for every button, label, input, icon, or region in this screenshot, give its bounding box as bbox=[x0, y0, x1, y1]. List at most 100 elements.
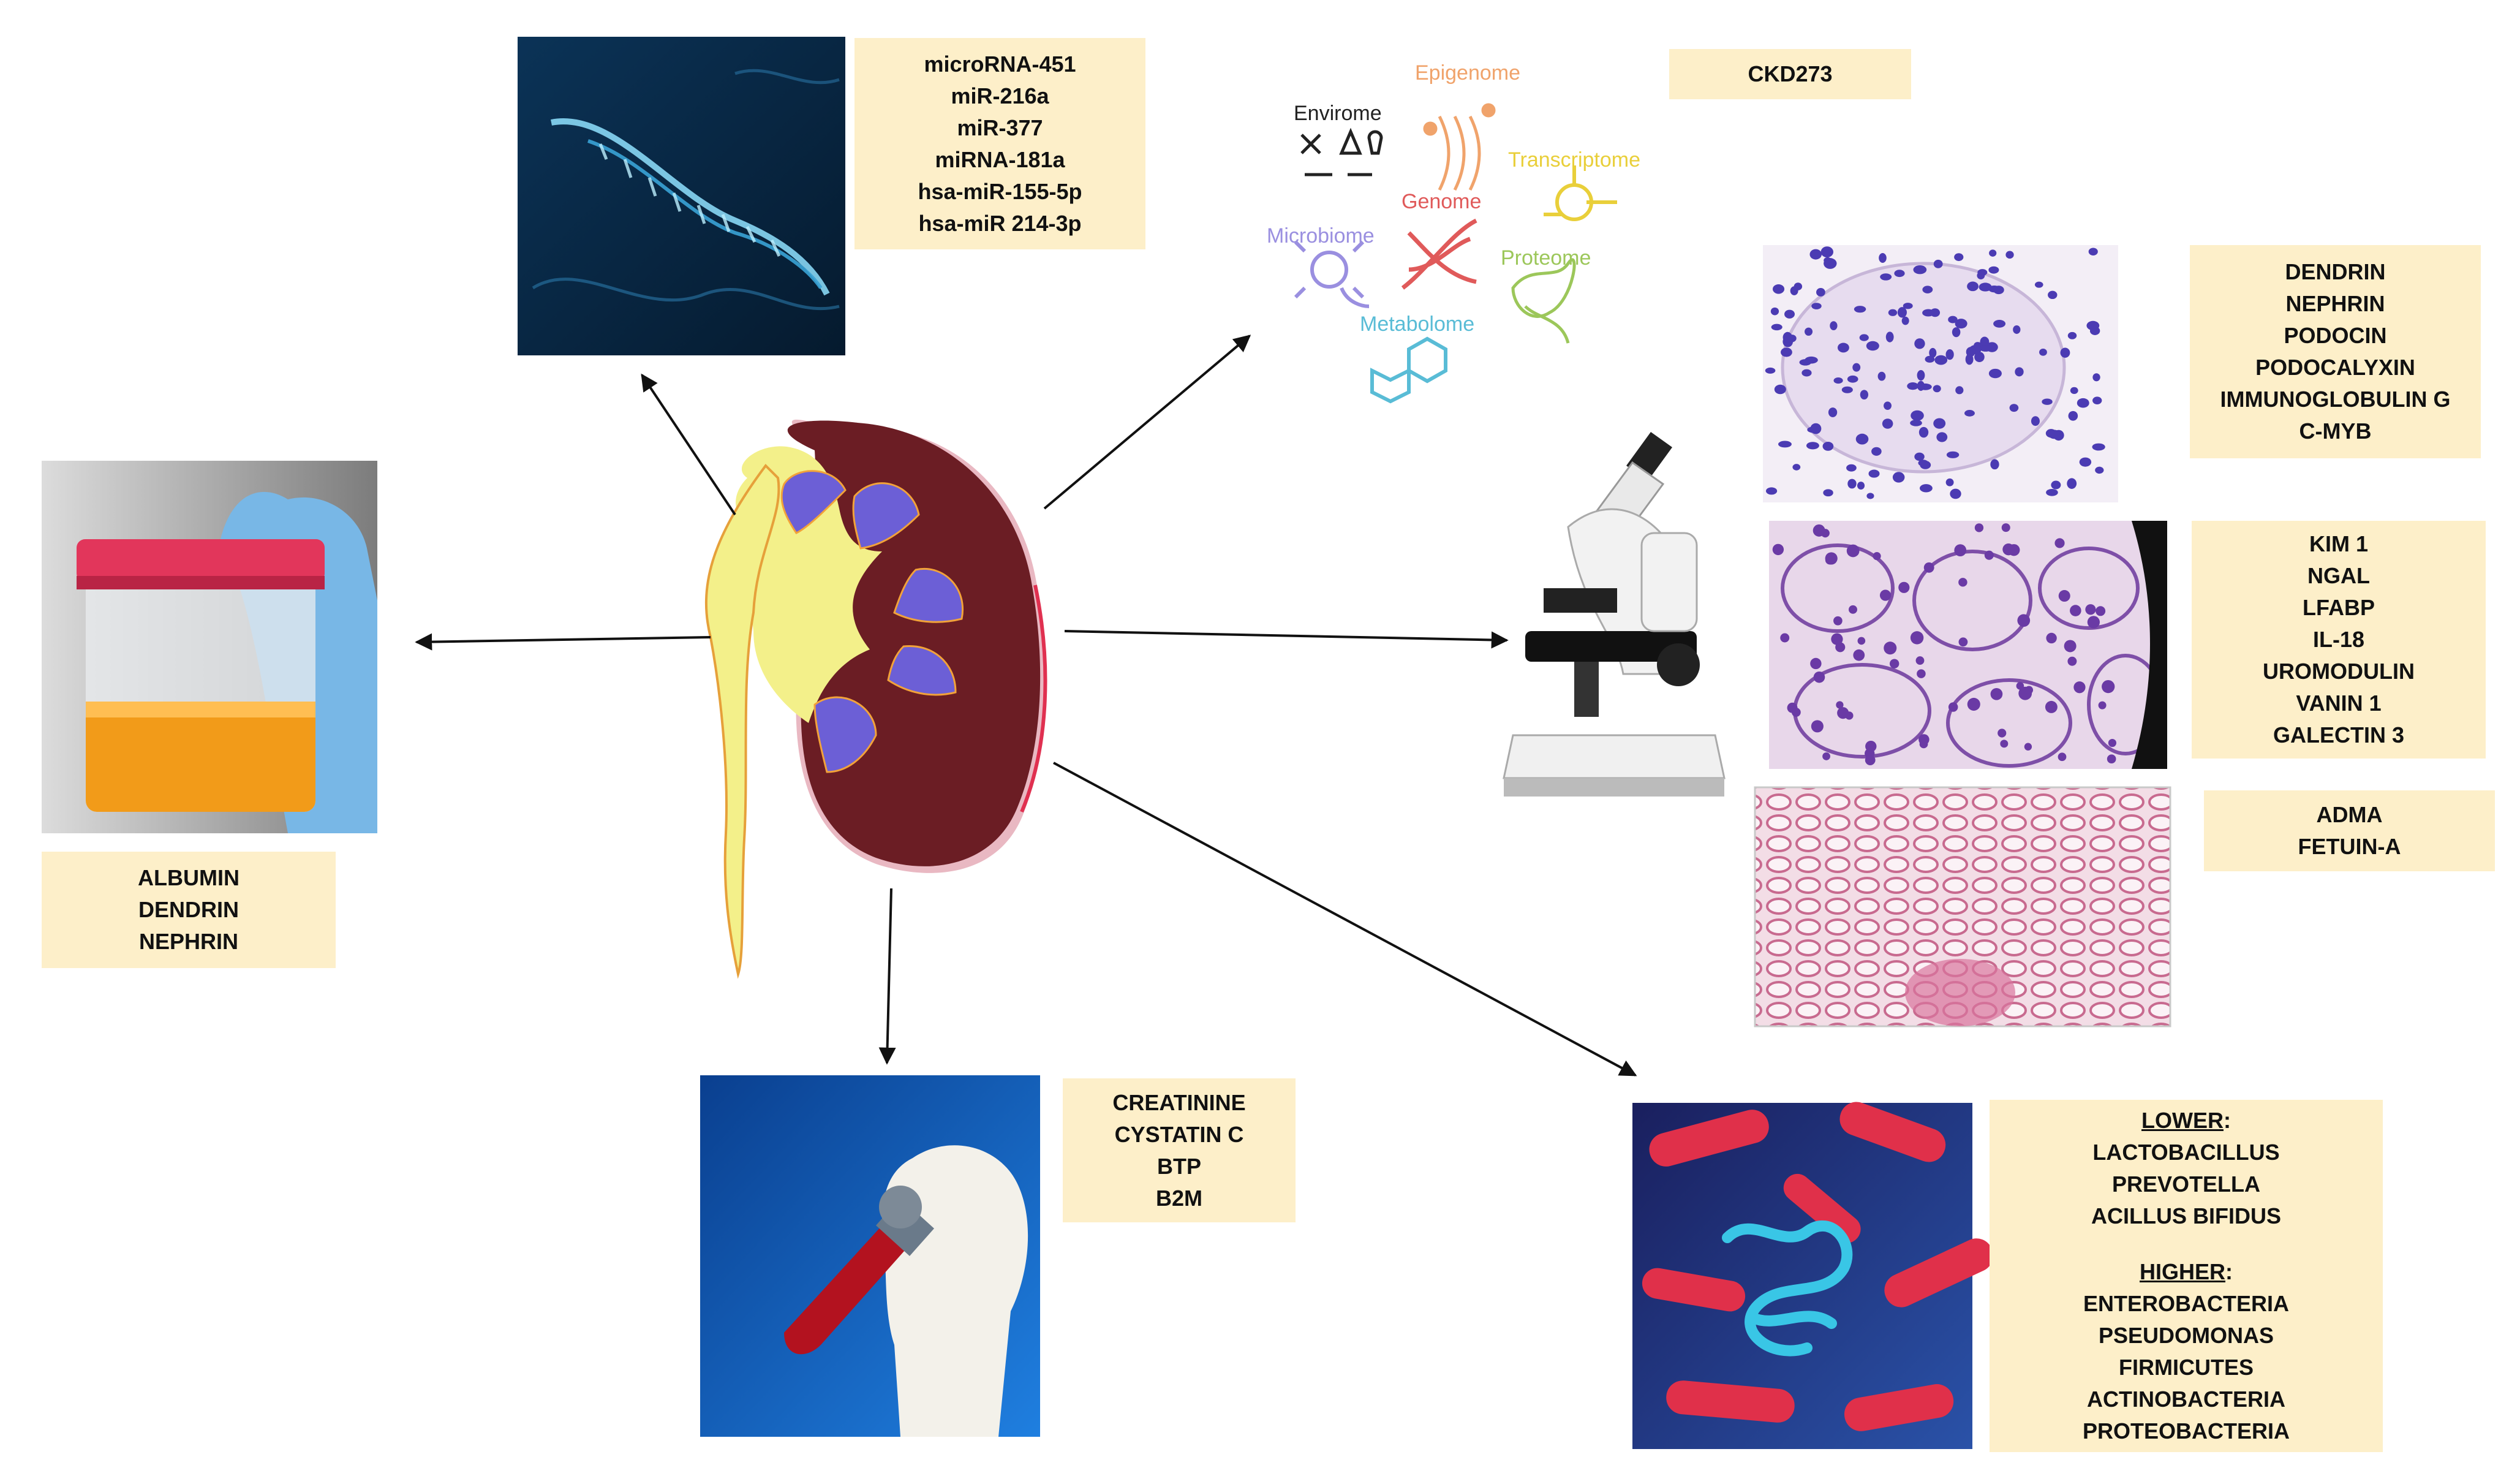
nucleus-dot bbox=[1955, 319, 1967, 328]
nucleus-dot bbox=[2010, 404, 2019, 412]
nucleus-dot bbox=[1847, 479, 1856, 489]
genome-symbol bbox=[1403, 221, 1476, 288]
microbiome-symbol bbox=[1296, 242, 1369, 306]
nucleus-dot bbox=[1989, 369, 2002, 378]
nucleus-dot bbox=[1989, 249, 1996, 256]
genome-label: Genome bbox=[1401, 190, 1481, 213]
nucleus-dot bbox=[1979, 345, 1991, 352]
nucleus-dot bbox=[1893, 472, 1905, 482]
nucleus-dot bbox=[1916, 656, 1925, 665]
epigenome-label: Epigenome bbox=[1415, 61, 1520, 85]
higher-genus: ACTINOBACTERIA bbox=[2087, 1383, 2285, 1415]
nucleus-dot bbox=[1866, 493, 1874, 499]
nucleus-dot bbox=[1967, 282, 1979, 292]
nucleus-dot bbox=[1907, 382, 1918, 390]
kidney-icon bbox=[706, 420, 1046, 974]
nucleus-dot bbox=[2073, 681, 2085, 693]
nucleus-dot bbox=[1838, 343, 1849, 352]
nucleus-dot bbox=[1830, 321, 1837, 330]
nucleus-dot bbox=[2099, 702, 2107, 710]
nucleus-dot bbox=[1922, 309, 1934, 317]
tubular-marker: UROMODULIN bbox=[2263, 656, 2415, 687]
epigenome-symbol bbox=[1425, 105, 1494, 190]
nucleus-dot bbox=[1825, 555, 1835, 564]
nucleus-dot bbox=[1823, 442, 1834, 451]
nucleus-dot bbox=[2092, 396, 2102, 404]
nucleus-dot bbox=[1911, 631, 1923, 644]
nucleus-dot bbox=[2013, 325, 2020, 334]
nucleus-dot bbox=[2070, 387, 2078, 394]
nucleus-dot bbox=[1913, 265, 1926, 274]
proteome-label: Proteome bbox=[1501, 246, 1591, 270]
nucleus-dot bbox=[1771, 308, 1779, 316]
nucleus-dot bbox=[1917, 370, 1925, 380]
nucleus-dot bbox=[1884, 401, 1892, 410]
nucleus-dot bbox=[1947, 452, 1959, 458]
nucleus-dot bbox=[1977, 272, 1985, 279]
nucleus-dot bbox=[1917, 669, 1926, 678]
nucleus-dot bbox=[1842, 387, 1853, 393]
tubular-marker: LFABP bbox=[2303, 592, 2375, 624]
nucleus-dot bbox=[2108, 739, 2116, 747]
nucleus-dot bbox=[1975, 523, 1983, 532]
nucleus-dot bbox=[1911, 411, 1924, 421]
nucleus-dot bbox=[2092, 373, 2100, 381]
nucleus-dot bbox=[2095, 467, 2103, 474]
interstitial-markers-box: ADMA FETUIN-A bbox=[2204, 790, 2495, 871]
tubular-histology-image bbox=[1769, 521, 2167, 769]
nucleus-dot bbox=[1784, 310, 1795, 319]
nucleus-dot bbox=[1958, 578, 1967, 586]
nucleus-dot bbox=[2048, 291, 2057, 299]
nucleus-dot bbox=[2070, 605, 2081, 616]
nucleus-dot bbox=[1966, 354, 1974, 365]
nucleus-dot bbox=[1886, 331, 1894, 342]
nucleus-dot bbox=[1879, 253, 1887, 263]
nucleus-dot bbox=[1993, 320, 2005, 328]
lower-genus: LACTOBACILLUS bbox=[2092, 1137, 2279, 1168]
nucleus-dot bbox=[1917, 381, 1925, 391]
lower-genus: ACILLUS BIFIDUS bbox=[2091, 1200, 2281, 1232]
nucleus-dot bbox=[1979, 282, 1992, 291]
nucleus-dot bbox=[2107, 754, 2116, 763]
envirome-label: Envirome bbox=[1294, 102, 1382, 125]
nucleus-dot bbox=[1814, 672, 1825, 683]
nucleus-dot bbox=[1873, 552, 1881, 560]
nucleus-dot bbox=[1998, 729, 2006, 737]
nucleus-dot bbox=[1853, 649, 1865, 661]
nucleus-dot bbox=[1964, 410, 1975, 417]
nucleus-dot bbox=[1847, 545, 1860, 558]
nucleus-dot bbox=[1934, 260, 1943, 268]
nucleus-dot bbox=[2002, 523, 2010, 532]
ckd273-box: CKD273 bbox=[1669, 49, 1911, 99]
blood-marker: B2M bbox=[1156, 1183, 1202, 1214]
nucleus-dot bbox=[2064, 640, 2077, 652]
nucleus-dot bbox=[2045, 701, 2058, 713]
nucleus-dot bbox=[1988, 267, 1999, 274]
arrow-to-microrna bbox=[642, 375, 735, 515]
nucleus-dot bbox=[1766, 487, 1777, 494]
nucleus-dot bbox=[1884, 641, 1896, 654]
nucleus-dot bbox=[2031, 416, 2040, 426]
urine-markers-box: ALBUMIN DENDRIN NEPHRIN bbox=[42, 852, 336, 968]
arrow-to-microscope bbox=[1065, 631, 1507, 640]
nucleus-dot bbox=[1857, 482, 1865, 490]
tubular-marker: VANIN 1 bbox=[2296, 687, 2381, 719]
nucleus-dot bbox=[2039, 349, 2047, 356]
nucleus-dot bbox=[1801, 369, 1811, 377]
higher-genus: PSEUDOMONAS bbox=[2099, 1320, 2274, 1352]
nucleus-dot bbox=[1952, 327, 1961, 337]
nucleus-dot bbox=[2005, 251, 2013, 259]
tubular-marker: IL-18 bbox=[2313, 624, 2364, 656]
nucleus-dot bbox=[1894, 270, 1904, 277]
nucleus-dot bbox=[1967, 698, 1980, 711]
nucleus-dot bbox=[1821, 246, 1833, 257]
tubular-marker: NGAL bbox=[2307, 560, 2370, 592]
nucleus-dot bbox=[1991, 688, 2003, 700]
nucleus-dot bbox=[1860, 334, 1869, 341]
nucleus-dot bbox=[1771, 324, 1782, 331]
interstitial-marker: FETUIN-A bbox=[2298, 831, 2401, 863]
nucleus-dot bbox=[2085, 604, 2096, 615]
nucleus-dot bbox=[1959, 637, 1968, 646]
nucleus-dot bbox=[1902, 317, 1909, 325]
nucleus-dot bbox=[1934, 355, 1947, 365]
